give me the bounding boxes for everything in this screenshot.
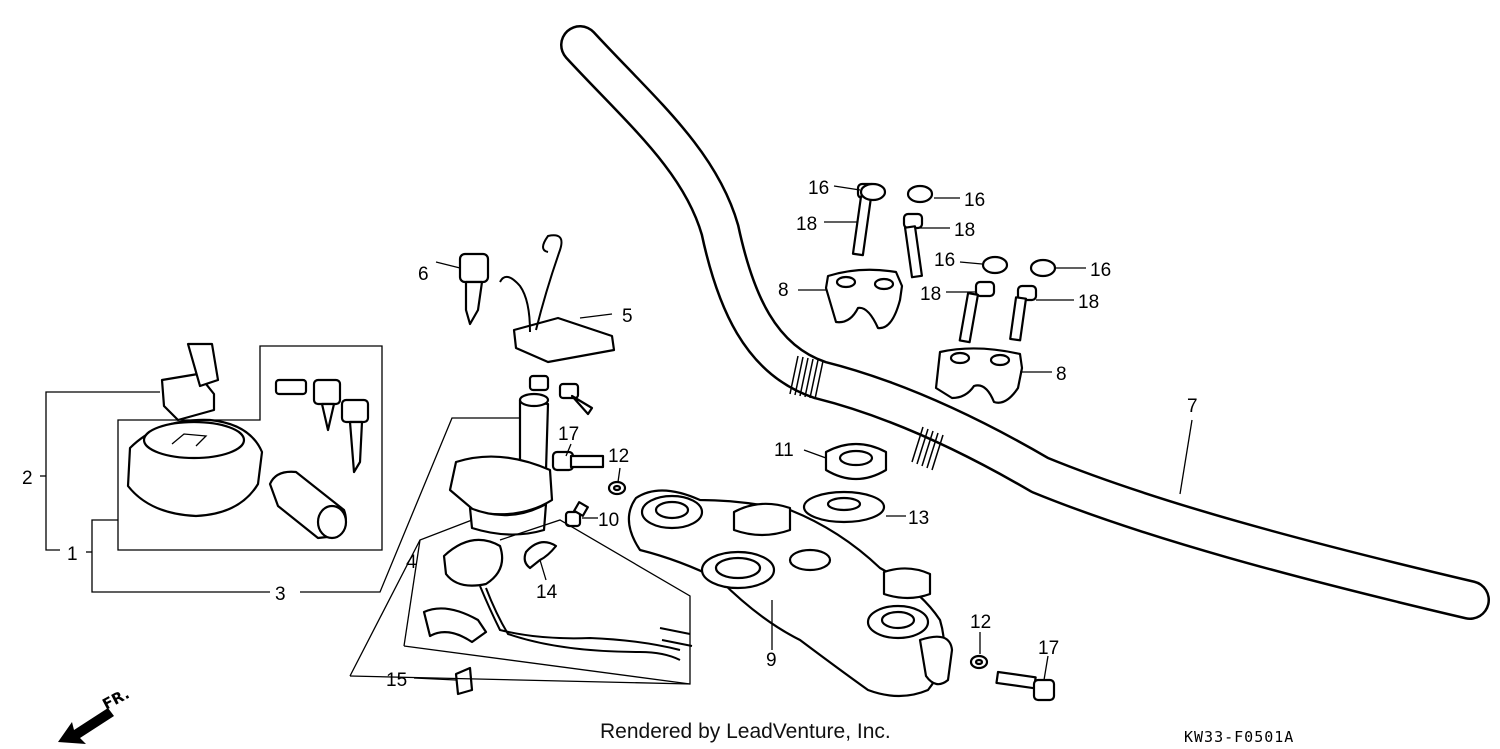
bolt-18-b — [902, 212, 924, 279]
callout-15: 15 — [386, 670, 407, 691]
callout-18-d: 18 — [1078, 292, 1099, 313]
callout-17-upper: 17 — [558, 424, 579, 445]
callout-12-upper: 12 — [608, 446, 629, 467]
callout-5: 5 — [622, 306, 633, 327]
callout-18-b: 18 — [954, 220, 975, 241]
cap-lock-holder — [160, 342, 220, 422]
upper-holder-top — [824, 268, 904, 330]
diagram-code: KW33-F0501A — [1184, 728, 1294, 746]
lock-cylinder — [268, 470, 348, 540]
callout-13: 13 — [908, 508, 929, 529]
credit-text: Rendered by LeadVenture, Inc. — [600, 720, 891, 743]
fuel-cap — [126, 418, 264, 518]
callout-16-c: 16 — [934, 250, 955, 271]
callout-17-lower: 17 — [1038, 638, 1059, 659]
callout-labels: 1 2 3 4 5 6 7 8 8 9 10 11 12 12 13 14 15… — [22, 178, 1198, 691]
nut-11 — [824, 442, 888, 480]
knurl-left — [789, 355, 824, 400]
key-6 — [458, 252, 490, 326]
group-brackets — [45, 345, 691, 685]
callout-11: 11 — [774, 440, 794, 461]
knurl-right — [911, 426, 944, 471]
callout-1: 1 — [67, 544, 78, 565]
cap-16-d — [1029, 258, 1057, 278]
bolt-18-c — [958, 280, 996, 344]
cap-16-b — [906, 184, 934, 204]
washer-12-lower — [969, 654, 989, 670]
cap-keys — [274, 378, 370, 474]
ignition-keys — [528, 374, 594, 416]
callout-18-c: 18 — [920, 284, 941, 305]
front-direction-arrow-icon: FR. — [58, 685, 132, 744]
bracket-5 — [499, 234, 616, 364]
bolt-18-d — [1009, 284, 1038, 342]
callout-12-lower: 12 — [970, 612, 991, 633]
cap-16-c — [981, 255, 1009, 275]
callout-10: 10 — [598, 510, 619, 531]
callout-8-lower: 8 — [1056, 364, 1067, 385]
top-bridge — [627, 489, 954, 698]
direction-label: FR. — [99, 685, 132, 714]
screw-15 — [454, 666, 474, 696]
callout-6: 6 — [418, 264, 429, 285]
callout-14: 14 — [536, 582, 558, 603]
upper-holder-bottom — [934, 347, 1024, 404]
callout-18-a: 18 — [796, 214, 817, 235]
cap-16-a — [859, 182, 887, 202]
washer-12-upper — [607, 480, 627, 496]
callout-3: 3 — [275, 584, 286, 605]
bolt-17-upper — [551, 450, 605, 472]
callout-8-upper: 8 — [778, 280, 789, 301]
screw-10 — [564, 501, 589, 528]
leader-lines — [40, 185, 1193, 681]
handlebar — [560, 25, 1490, 620]
washer-13 — [802, 490, 886, 524]
callout-16-d: 16 — [1090, 260, 1111, 281]
ignition-switch — [448, 392, 554, 536]
callout-4: 4 — [406, 552, 417, 573]
clip-14 — [523, 541, 558, 570]
callout-7: 7 — [1187, 396, 1198, 417]
callout-16-b: 16 — [964, 190, 985, 211]
wiring-harness — [422, 538, 693, 661]
callout-2: 2 — [22, 468, 33, 489]
bolt-17-lower — [995, 670, 1056, 702]
callout-9: 9 — [766, 650, 777, 671]
callout-16-a: 16 — [808, 178, 829, 199]
